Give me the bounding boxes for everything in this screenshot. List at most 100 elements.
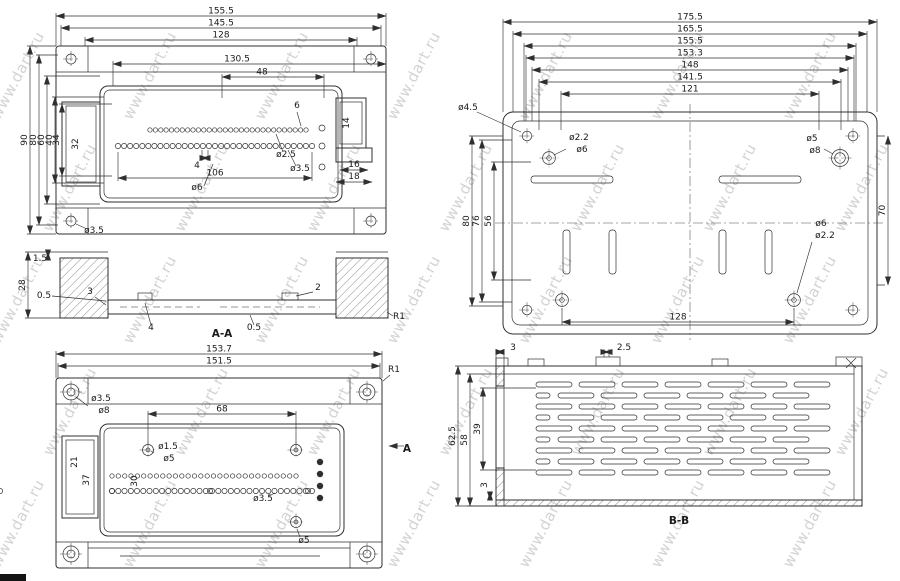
dim-label-tl.w48: 48 <box>256 68 268 78</box>
center-cross <box>287 441 305 459</box>
pin-hole <box>233 127 239 133</box>
pin-hole <box>284 488 290 494</box>
pin-hole <box>172 473 178 479</box>
watermark-text: www.dart.ru <box>39 365 100 459</box>
vent-fin <box>707 403 745 410</box>
pin-hole <box>276 127 282 133</box>
pin-hole <box>302 143 309 149</box>
vent-fin <box>600 436 638 443</box>
vent-fin <box>621 447 659 454</box>
pin-hole <box>277 488 284 494</box>
pin-hole <box>187 143 194 149</box>
left-connector-outer <box>61 435 99 519</box>
extension-line <box>44 75 100 205</box>
extension-line <box>480 387 536 471</box>
leader-line <box>75 396 89 407</box>
vent-fin <box>600 392 638 399</box>
vent-fin <box>686 436 724 443</box>
dim-label-bl.d5a: ø5 <box>163 454 174 464</box>
dim-label-aa.t2: 2 <box>315 283 321 293</box>
pin-hole <box>242 143 249 149</box>
vent-fin <box>664 469 702 476</box>
leader-line <box>823 148 834 155</box>
watermark-text: www.dart.ru <box>0 477 48 571</box>
pin-hole <box>287 473 293 479</box>
pin-hole <box>159 488 165 494</box>
dim-label-tr.w1533: 153.3 <box>677 49 703 59</box>
pin-hole <box>290 143 297 149</box>
vent-fin <box>600 414 638 421</box>
center-cross <box>139 441 157 459</box>
vent-fin <box>578 447 616 454</box>
ear-separations <box>87 46 355 234</box>
dim-label-br.h625: 62.5 <box>448 426 458 446</box>
pin-hole <box>227 488 234 494</box>
watermark-text: www.dart.ru <box>0 29 48 123</box>
dim-label-tr.h56: 56 <box>484 215 494 227</box>
vent-fin <box>686 414 724 421</box>
center-cross <box>60 543 82 565</box>
center-cross <box>845 128 861 144</box>
pin-hole <box>293 473 299 479</box>
pin-hole <box>190 127 196 133</box>
pin-hole <box>210 473 217 479</box>
watermark-text: www.dart.ru <box>699 141 760 235</box>
dim-label-tr.h76: 76 <box>472 215 482 227</box>
pin-hole <box>242 473 248 479</box>
pin-hole <box>309 488 315 494</box>
pin-hole <box>147 127 153 133</box>
rib <box>281 292 299 301</box>
vent-fin <box>643 414 681 421</box>
watermark-text: www.dart.ru <box>39 141 100 235</box>
dim-label-tr.d22b: ø2.2 <box>815 231 835 241</box>
top-tab <box>835 356 863 367</box>
indicator-dot <box>316 494 324 502</box>
dim-label-tl.w130: 130.5 <box>224 55 250 65</box>
pin-hole <box>274 473 280 479</box>
pin-hole <box>145 143 152 149</box>
vent-fin <box>621 425 659 432</box>
dim-label-tr.w1655: 165.5 <box>677 25 703 35</box>
center-cross <box>519 302 535 318</box>
dim-label-tr.w1555: 155.5 <box>677 37 703 47</box>
pin-hole <box>158 127 164 133</box>
pin-hole <box>147 473 153 479</box>
left-connector-inner <box>65 105 97 183</box>
dim-label-tr.d6b: ø6 <box>815 219 827 229</box>
leader-line <box>476 111 522 133</box>
pin-hole <box>280 473 286 479</box>
vent-fin <box>772 458 810 465</box>
pin-hole <box>265 127 271 133</box>
flange-edges <box>56 403 382 543</box>
pin-hole <box>246 488 253 494</box>
dim-label-tl.h90: 90 <box>20 134 30 146</box>
center-cross <box>63 51 79 67</box>
vent-slot <box>608 229 617 275</box>
pin-hole <box>140 488 147 494</box>
pin-hole <box>254 143 261 149</box>
vent-fin <box>750 469 788 476</box>
center-cross <box>363 51 379 67</box>
vent-fin <box>664 403 702 410</box>
vent-fin <box>707 447 745 454</box>
pin-hole <box>268 473 274 479</box>
leader-line <box>796 241 813 294</box>
vent-fin <box>729 414 767 421</box>
leader-line <box>287 149 297 167</box>
recess-inner <box>103 89 339 199</box>
vent-fin <box>578 403 616 410</box>
pin-hole <box>255 127 261 133</box>
pin-hole <box>205 143 212 149</box>
dim-label-tr.w148: 148 <box>681 61 698 71</box>
pin-hole <box>195 127 201 133</box>
center-cross <box>363 213 379 229</box>
pin-hole <box>206 127 212 133</box>
dim-label-tr.w121: 121 <box>681 85 698 95</box>
vent-fin <box>750 381 788 388</box>
center-cross <box>552 290 572 310</box>
vent-slot <box>764 229 773 275</box>
indicator-dot <box>316 482 324 490</box>
center-cross <box>828 146 852 170</box>
